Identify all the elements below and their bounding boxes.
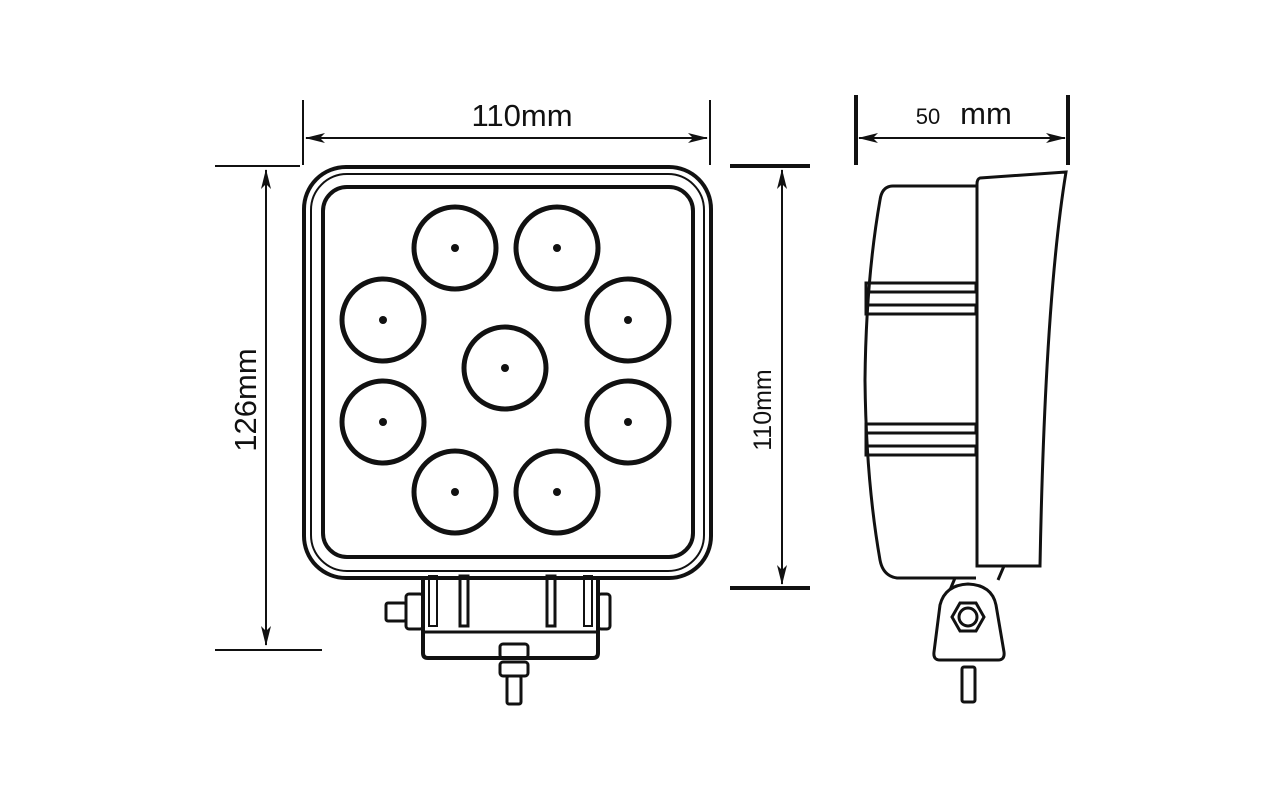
- led-lens: [461, 324, 549, 412]
- led-array: [339, 204, 672, 536]
- side-mount-bracket: [932, 565, 1006, 704]
- lens-window: [321, 185, 695, 559]
- led-chip: [553, 488, 561, 496]
- led-chip: [553, 244, 561, 252]
- lens-height-dimension: [730, 164, 810, 590]
- led-chip: [624, 418, 632, 426]
- side-bands: [864, 281, 978, 457]
- led-lens: [339, 276, 427, 364]
- side-view: [863, 170, 1068, 704]
- led-lens: [411, 448, 499, 536]
- front-height-dimension: [215, 165, 322, 651]
- led-chip: [379, 316, 387, 324]
- led-lens: [513, 204, 601, 292]
- led-chip: [451, 488, 459, 496]
- led-lens: [584, 276, 672, 364]
- depth-value-label: 50: [916, 104, 940, 129]
- mount-bracket: [384, 574, 612, 706]
- front-width-label: 110mm: [471, 98, 572, 133]
- led-lens: [513, 448, 601, 536]
- led-chip: [379, 418, 387, 426]
- side-body: [863, 184, 976, 580]
- led-lens: [339, 378, 427, 466]
- front-view: [302, 165, 713, 706]
- led-chip: [501, 364, 509, 372]
- led-chip: [451, 244, 459, 252]
- led-lens: [584, 378, 672, 466]
- front-width-dimension: [302, 100, 711, 165]
- side-lens-bezel: [975, 170, 1068, 568]
- led-chip: [624, 316, 632, 324]
- housing-outer: [302, 165, 713, 580]
- front-height-label: 126mm: [228, 348, 263, 451]
- depth-dimension: [854, 95, 1070, 165]
- lens-height-label: 110mm: [749, 369, 777, 451]
- led-lens: [411, 204, 499, 292]
- depth-unit-label: mm: [960, 96, 1012, 131]
- housing-bezel: [310, 173, 705, 572]
